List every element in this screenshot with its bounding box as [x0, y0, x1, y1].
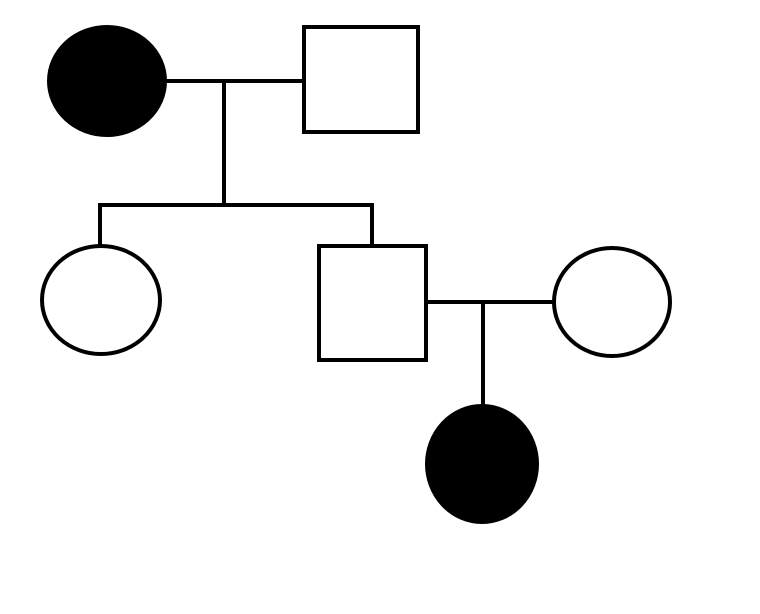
g1-mother	[47, 25, 167, 137]
g2-son	[317, 244, 428, 362]
g1-father	[302, 25, 420, 134]
g3-granddaughter	[425, 404, 539, 524]
g2-son-spouse	[552, 246, 672, 358]
g2-daughter	[40, 244, 162, 356]
